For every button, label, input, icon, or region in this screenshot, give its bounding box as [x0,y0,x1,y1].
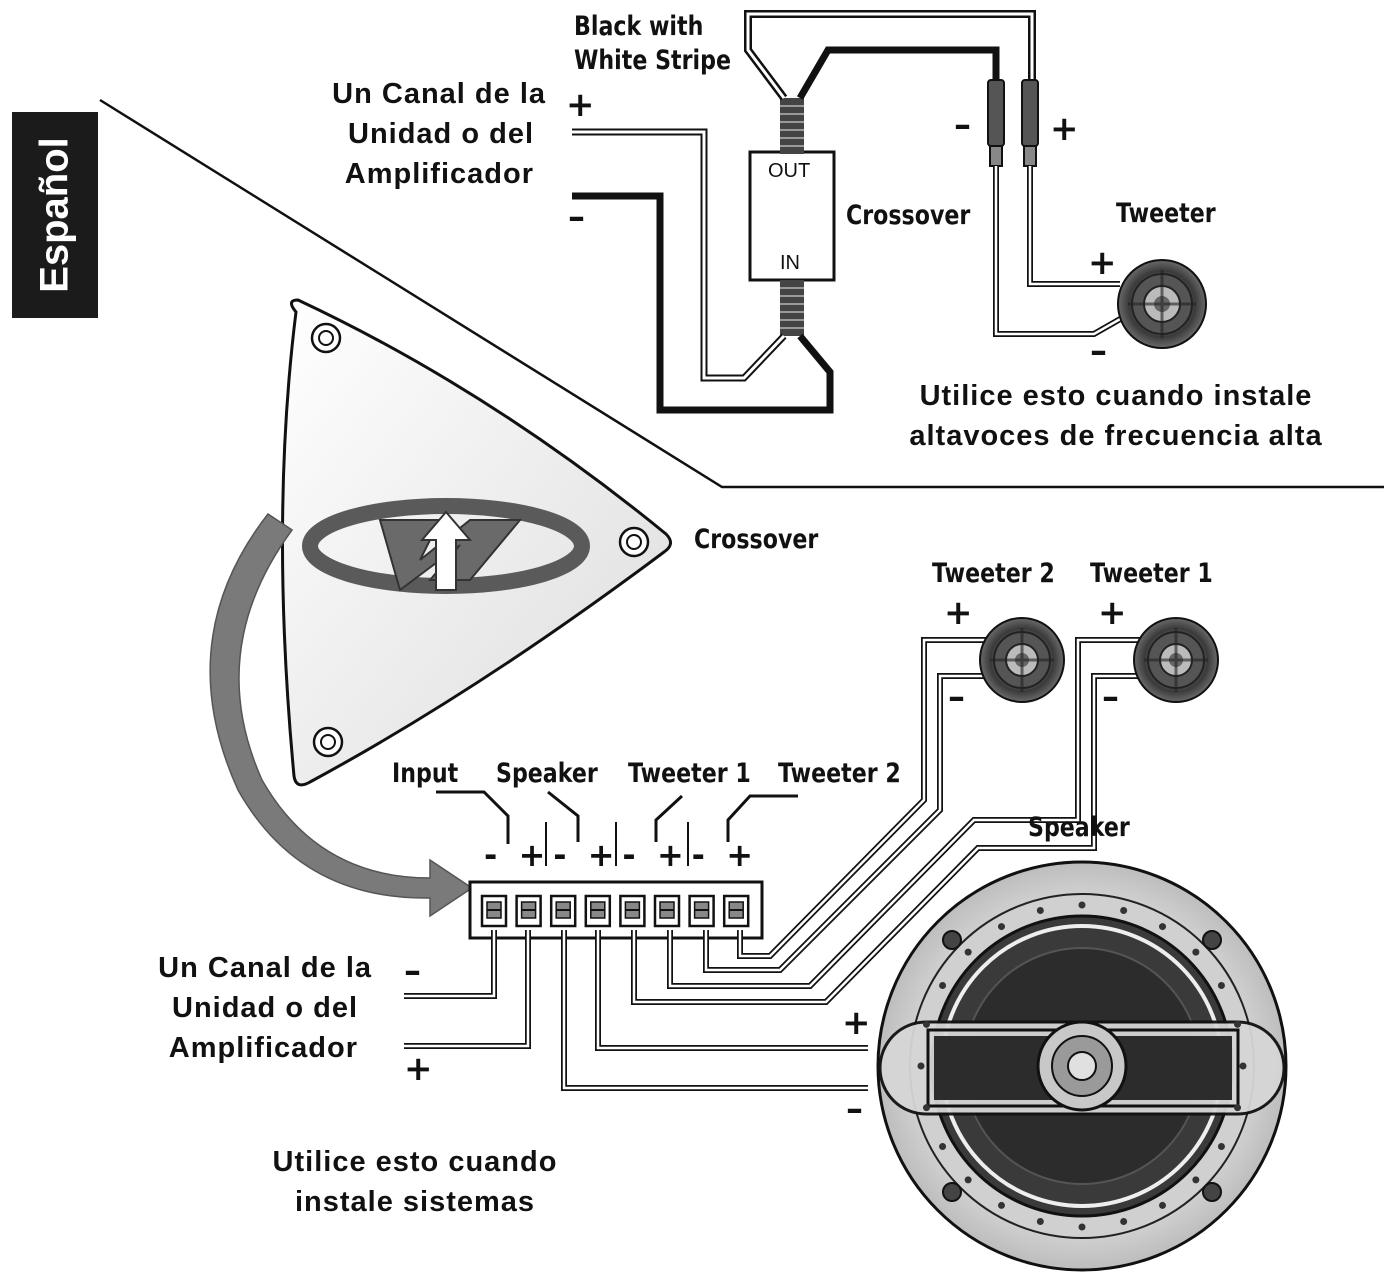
bottom-caption: Utilice esto cuando instale sistemas [250,1142,580,1222]
pointer-arrow [209,512,474,918]
woofer-plus: + [842,1003,871,1043]
input-wire-minus [572,192,834,414]
terminal-sign-3: - [553,836,567,874]
terminal-sign-1: - [484,836,498,874]
top-source-line-3: Amplificador [344,158,534,190]
tweeter-2-plus: + [944,593,973,633]
bottom-source-line-1: Un Canal de la [158,952,372,984]
tweeter-2-label: Tweeter 2 [932,558,1055,589]
top-caption-line-2: altavoces de frecuencia alta [909,420,1323,452]
terminal-block [468,880,764,940]
bottom-source-minus: – [404,951,421,991]
bottom-crossover-label: Crossover [694,524,819,555]
top-caption-line-1: Utilice esto cuando instale [919,380,1313,412]
tweeter-1-minus: – [1102,677,1119,717]
plug-minus [987,79,1005,147]
bottom-caption-line-1: Utilice esto cuando [272,1146,558,1178]
terminal-sign-6: + [657,836,684,874]
terminal-sign-4: + [587,836,615,874]
tweeter-2 [979,617,1065,703]
language-tab-label: Español [32,137,77,293]
speaker-wire-minus [561,930,868,1091]
top-source-minus: – [568,197,585,237]
group-tweeter2-label: Tweeter 2 [778,758,901,789]
top-source-line-1: Un Canal de la [332,78,546,110]
tweeter-plug-minus: – [954,105,971,145]
top-source-label: Un Canal de la Unidad o del Amplificador [306,74,546,194]
group-tweeter1-label: Tweeter 1 [628,758,751,789]
wire-label-line-2: White Stripe [574,45,731,76]
top-caption: Utilice esto cuando instale altavoces de… [902,376,1330,456]
crossover-triangle [281,298,672,787]
bottom-source-plus: + [404,1049,433,1089]
terminal-sign-2: + [518,836,546,874]
bottom-caption-line-2: instale sistemas [294,1186,536,1218]
wire-label: Black with White Stripe [574,10,731,78]
top-source-plus: + [566,85,595,125]
crossover-cable-sleeve-top [780,98,804,154]
crossover-box-out: OUT [768,160,811,182]
section-divider [99,98,1384,489]
top-tweeter-plus: + [1088,243,1117,283]
terminal-sign-7: - [691,836,705,874]
top-tweeter-label: Tweeter [1116,198,1216,229]
tweeter-top [1117,259,1207,349]
top-source-line-2: Unidad o del [348,118,534,150]
plug-plus [1021,79,1039,147]
brand-logo [302,498,590,594]
out-wire-black [796,46,1000,100]
tweeter-2-minus: – [948,677,965,717]
terminal-screw-3 [549,894,577,928]
tweeter-1-plus: + [1098,593,1127,633]
bottom-source-line-2: Unidad o del [172,992,358,1024]
group-input-label: Input [392,758,459,789]
group-speaker-label: Speaker [496,758,598,789]
source-wire-plus [404,930,531,1049]
terminal-sign-5: - [622,836,636,874]
top-tweeter-minus: – [1090,331,1107,371]
crossover-cable-sleeve-bottom [780,280,804,336]
woofer-speaker [876,860,1288,1272]
crossover-box-in: IN [780,252,800,274]
woofer-label: Speaker [1028,812,1130,843]
woofer-minus: – [846,1089,863,1129]
tweeter-1-label: Tweeter 1 [1090,558,1213,589]
tweeter-plug-plus: + [1050,109,1079,149]
bottom-source-line-3: Amplificador [168,1032,358,1064]
bottom-source-label: Un Canal de la Unidad o del Amplificador [130,948,372,1068]
terminal-sign-8: + [726,836,753,874]
top-crossover-label: Crossover [846,200,971,231]
language-tab: Español [12,112,98,318]
terminal-screws [480,894,750,928]
wire-label-line-1: Black with [574,11,704,42]
tweeter-1 [1133,617,1219,703]
